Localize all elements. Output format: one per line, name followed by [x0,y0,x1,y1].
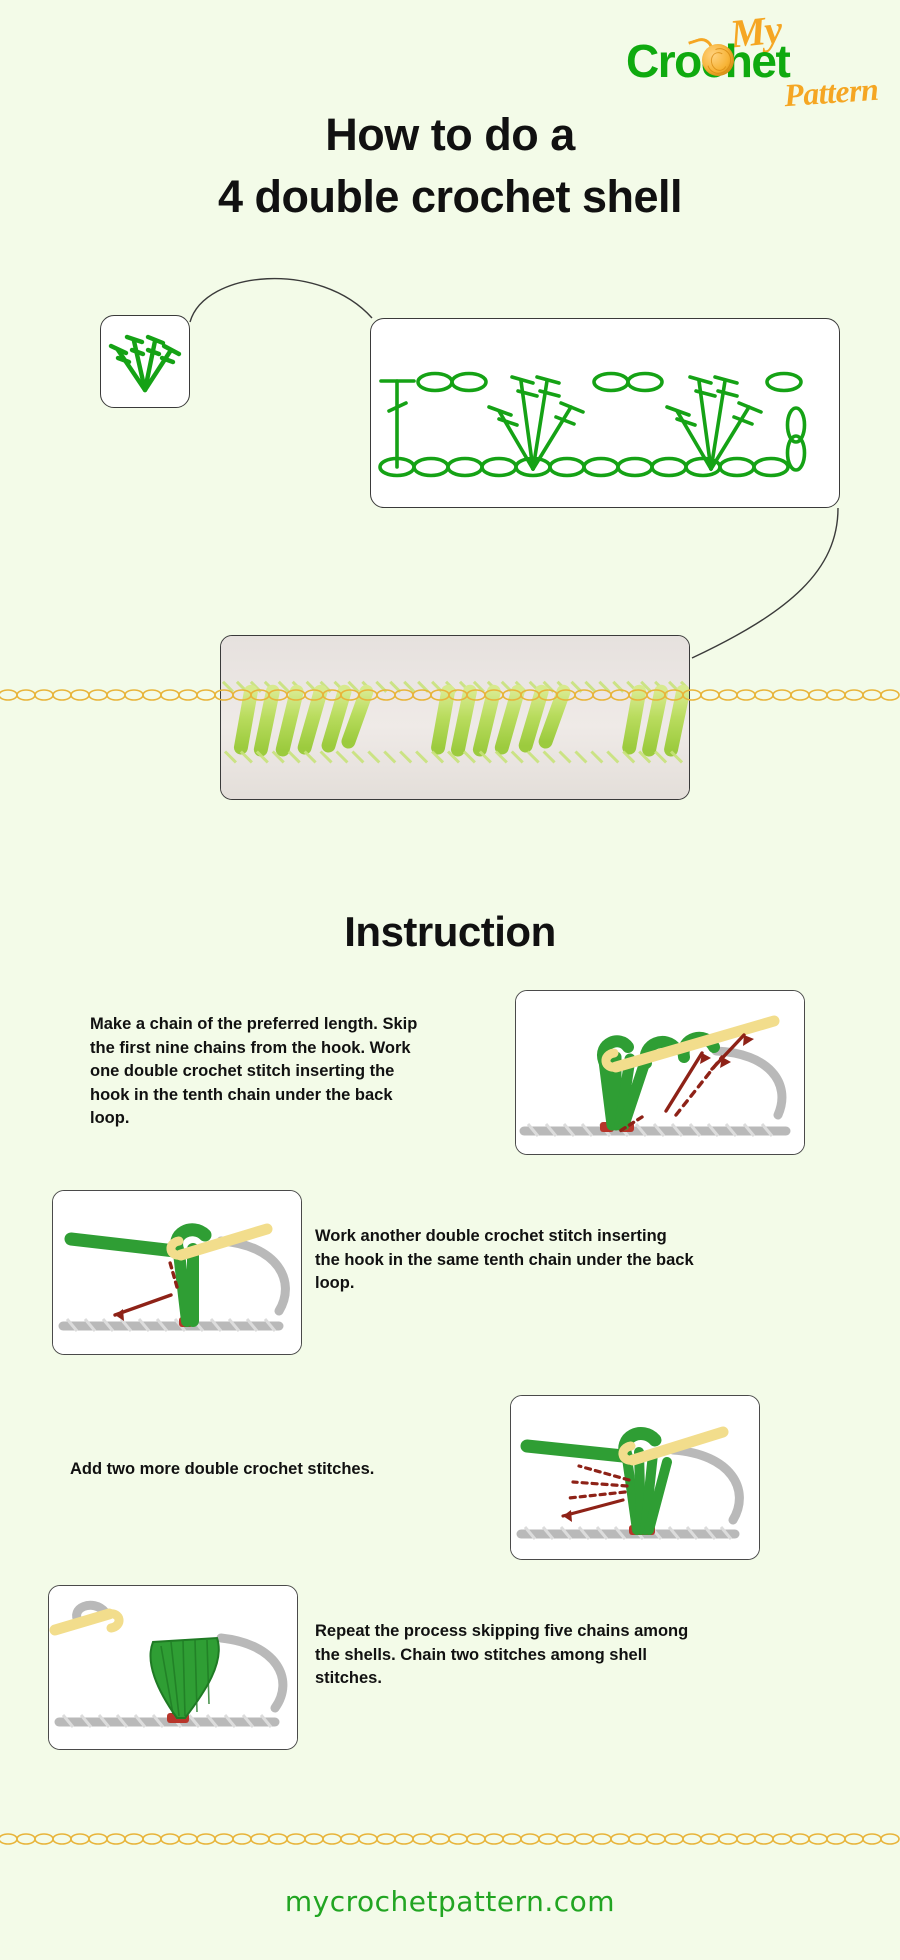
step-1-illustration [516,991,804,1154]
step-3-text: Add two more double crochet stitches. [70,1460,375,1478]
page-title: How to do a 4 double crochet shell [0,104,900,228]
diagram-section [0,240,900,800]
footer-website-link[interactable]: mycrochetpattern.com [284,1885,616,1918]
step-3-image [510,1395,760,1560]
connector-lines [189,278,839,659]
step-2-image [52,1190,302,1355]
brand-logo[interactable]: My Crochet Pattern [616,6,886,113]
stitch-chart-box [370,318,840,508]
chain-divider-bottom [0,1833,900,1845]
title-line-2: 4 double crochet shell [217,171,683,223]
step-2-illustration [53,1191,301,1354]
swatch-photo [220,635,690,800]
step-1-text: Make a chain of the preferred length. Sk… [90,1015,418,1128]
shell-symbol-icon [108,334,182,393]
yarn-ball-icon [702,44,734,76]
step-4-image [48,1585,298,1750]
step-1-image [515,990,805,1155]
stitch-chart-diagram [378,371,807,478]
step-4-text: Repeat the process skipping five chains … [315,1622,689,1688]
chain-divider-top [0,689,900,701]
title-line-1: How to do a [325,109,575,160]
step-2-text: Work another double crochet stitch inser… [315,1227,694,1293]
step-3-illustration [511,1396,759,1559]
step-4-illustration [49,1586,297,1749]
instruction-step-3: Add two more double crochet stitches. [70,1458,400,1482]
instruction-step-1: Make a chain of the preferred length. Sk… [90,1013,420,1131]
swatch-photo-image [221,636,689,799]
instruction-step-2: Work another double crochet stitch inser… [315,1225,695,1296]
instruction-step-4: Repeat the process skipping five chains … [315,1620,705,1691]
shell-symbol-box [100,315,190,408]
instruction-heading: Instruction [344,908,556,955]
